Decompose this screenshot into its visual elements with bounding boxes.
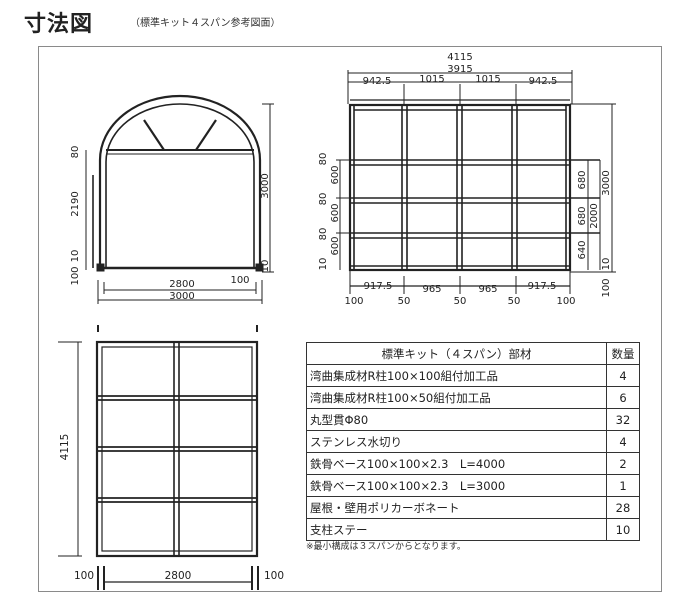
dim-label: 50 xyxy=(454,296,467,307)
plan-view xyxy=(58,325,259,590)
table-row: 湾曲集成材R柱100×100組付加工品 4 xyxy=(306,364,640,387)
dim-label: 100 xyxy=(70,266,81,285)
dim-label: 100 xyxy=(264,570,284,582)
table-row: 鉄骨ベース100×100×2.3 L=3000 1 xyxy=(306,474,640,497)
front-arch-brace-right xyxy=(195,119,217,151)
part-qty: 2 xyxy=(606,452,640,475)
plan-frame-outer xyxy=(95,340,259,558)
dim-label: 4115 xyxy=(59,434,71,461)
dim-label: 80 xyxy=(318,228,329,241)
dim-label: 1015 xyxy=(475,74,500,85)
front-foot-right xyxy=(255,263,264,272)
dim-label: 1015 xyxy=(419,74,444,85)
dim-label: 600 xyxy=(330,165,341,184)
plan-rails xyxy=(97,395,257,503)
dim-label: 600 xyxy=(330,236,341,255)
part-qty: 1 xyxy=(606,474,640,497)
dim-label: 640 xyxy=(577,240,588,259)
parts-table-header: 標準キット（４スパン）部材 数量 xyxy=(306,342,640,365)
dim-label: 80 xyxy=(318,193,329,206)
dim-label: 50 xyxy=(508,296,521,307)
dim-label: 680 xyxy=(577,206,588,225)
dim-label: 2190 xyxy=(70,191,81,216)
part-name: ステンレス水切り xyxy=(306,430,607,453)
dim-label: 917.5 xyxy=(364,281,393,292)
part-name: 湾曲集成材R柱100×100組付加工品 xyxy=(306,364,607,387)
side-rails xyxy=(350,109,600,267)
dim-label: 100 xyxy=(601,278,612,297)
dim-label: 50 xyxy=(398,296,411,307)
dim-label: 10 xyxy=(601,258,612,271)
part-name: 湾曲集成材R柱100×50組付加工品 xyxy=(306,386,607,409)
part-name: 鉄骨ベース100×100×2.3 L=4000 xyxy=(306,452,607,475)
part-qty: 28 xyxy=(606,496,640,519)
dim-label: 2800 xyxy=(165,570,192,582)
dim-label: 10 xyxy=(260,260,271,273)
dim-label: 4115 xyxy=(447,52,472,63)
dim-label: 10 xyxy=(318,258,329,271)
side-posts xyxy=(353,105,567,270)
part-name: 丸型貫Φ80 xyxy=(306,408,607,431)
part-qty: 6 xyxy=(606,386,640,409)
front-arch-outer xyxy=(98,94,262,268)
dim-label: 100 xyxy=(230,275,249,286)
dim-label: 917.5 xyxy=(528,281,557,292)
table-row: 屋根・壁用ポリカーボネート 28 xyxy=(306,496,640,519)
dim-label: 2800 xyxy=(169,279,194,290)
dim-label: 100 xyxy=(556,296,575,307)
front-foot-left xyxy=(96,263,105,272)
drawing-frame xyxy=(38,46,662,592)
table-row: 丸型貫Φ80 32 xyxy=(306,408,640,431)
part-name: 屋根・壁用ポリカーボネート xyxy=(306,496,607,519)
dim-label: 965 xyxy=(478,284,497,295)
dim-label: 80 xyxy=(318,153,329,166)
table-row: 湾曲集成材R柱100×50組付加工品 6 xyxy=(306,386,640,409)
parts-table: 標準キット（４スパン）部材 数量 湾曲集成材R柱100×100組付加工品 4 湾… xyxy=(306,342,640,541)
dim-label: 2000 xyxy=(589,203,600,228)
front-view xyxy=(85,94,274,304)
page-subtitle: （標準キット４スパン参考図面） xyxy=(130,18,281,29)
dim-label: 600 xyxy=(330,203,341,222)
table-row: ステンレス水切り 4 xyxy=(306,430,640,453)
dim-label: 100 xyxy=(344,296,363,307)
part-qty: 4 xyxy=(606,430,640,453)
dim-label: 680 xyxy=(577,170,588,189)
table-row: 支柱ステー 10 xyxy=(306,518,640,541)
front-view-labels: 80 2190 10 100 3000 2800 3000 100 10 xyxy=(70,146,271,302)
dim-label: 965 xyxy=(422,284,441,295)
parts-header-name: 標準キット（４スパン）部材 xyxy=(306,342,607,365)
page-title: 寸法図 xyxy=(24,12,94,37)
parts-note: ※最小構成は３スパンからとなります。 xyxy=(306,542,466,552)
side-view-labels: 4115 3915 942.5 1015 1015 942.5 917.5 96… xyxy=(318,52,612,307)
dim-label: 3915 xyxy=(447,64,472,75)
dim-label: 10 xyxy=(70,250,81,263)
plan-view-labels: 4115 2800 100 100 xyxy=(59,434,284,582)
front-arch-inner xyxy=(105,103,255,268)
part-name: 支柱ステー xyxy=(306,518,607,541)
part-qty: 32 xyxy=(606,408,640,431)
part-name: 鉄骨ベース100×100×2.3 L=3000 xyxy=(306,474,607,497)
front-arch-brace-left xyxy=(143,119,165,151)
part-qty: 4 xyxy=(606,364,640,387)
dim-label: 942.5 xyxy=(529,76,558,87)
dim-label: 80 xyxy=(70,146,81,159)
dim-label: 942.5 xyxy=(363,76,392,87)
side-frame-outer xyxy=(348,103,572,272)
plan-frame-inner xyxy=(101,346,253,552)
part-qty: 10 xyxy=(606,518,640,541)
dim-label: 3000 xyxy=(601,170,612,195)
dim-label: 100 xyxy=(74,570,94,582)
parts-header-qty: 数量 xyxy=(606,342,640,365)
table-row: 鉄骨ベース100×100×2.3 L=4000 2 xyxy=(306,452,640,475)
dim-label: 3000 xyxy=(169,291,194,302)
dim-label: 3000 xyxy=(260,173,271,198)
side-view xyxy=(336,70,616,294)
